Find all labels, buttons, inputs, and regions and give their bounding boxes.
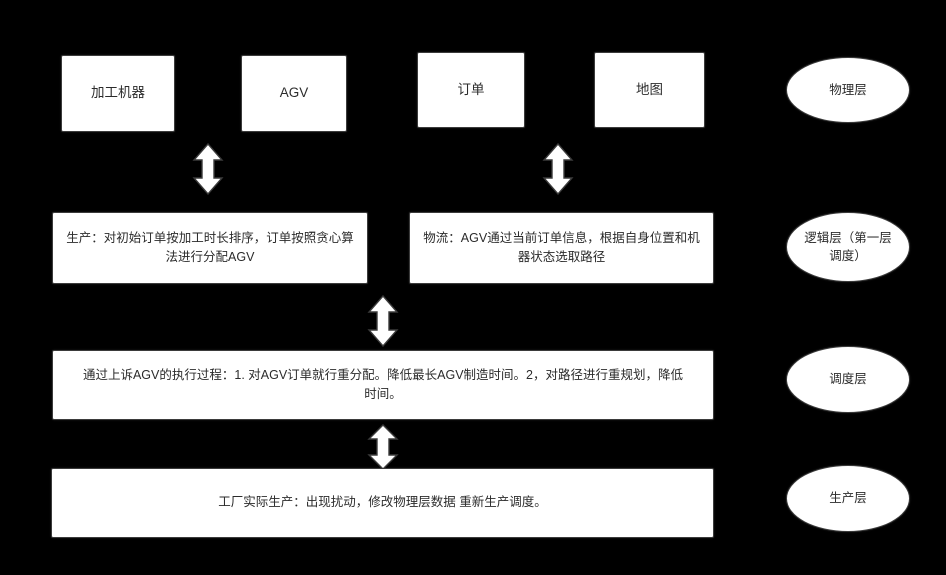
connector-schedule-to-production	[366, 424, 400, 470]
layer-label-schedule[interactable]: 调度层	[786, 346, 910, 413]
node-logistics-strategy-label: 物流：AGV通过当前订单信息，根据自身位置和机器状态选取路径	[423, 230, 700, 264]
connector-logic-to-schedule	[366, 295, 400, 347]
connector-machine-agv-to-production	[191, 143, 225, 195]
node-agv-label: AGV	[279, 85, 309, 101]
layer-label-production-text: 生产层	[829, 491, 867, 506]
double-headed-vertical-arrow-icon	[542, 143, 574, 195]
double-headed-vertical-arrow-icon	[367, 295, 399, 347]
double-headed-vertical-arrow-icon	[192, 143, 224, 195]
node-production-strategy-label: 生产：对初始订单按加工时长排序，订单按照贪心算法进行分配AGV	[66, 230, 354, 264]
node-order[interactable]: 订单	[417, 52, 525, 128]
node-order-label: 订单	[457, 81, 485, 97]
layer-label-logic-text: 逻辑层（第一层调度）	[804, 230, 892, 263]
layer-label-production[interactable]: 生产层	[786, 465, 910, 532]
layer-label-logic[interactable]: 逻辑层（第一层调度）	[786, 212, 910, 282]
node-factory-production[interactable]: 工厂实际生产：出现扰动，修改物理层数据 重新生产调度。	[51, 468, 714, 538]
node-rescheduling-label: 通过上诉AGV的执行过程：1. 对AGV订单就行重分配。降低最长AGV制造时间。…	[82, 367, 684, 401]
layer-label-physical-text: 物理层	[829, 82, 867, 97]
layer-label-schedule-text: 调度层	[829, 372, 867, 387]
double-headed-vertical-arrow-icon	[367, 424, 399, 470]
node-factory-production-label: 工厂实际生产：出现扰动，修改物理层数据 重新生产调度。	[218, 495, 547, 510]
node-rescheduling[interactable]: 通过上诉AGV的执行过程：1. 对AGV订单就行重分配。降低最长AGV制造时间。…	[52, 350, 714, 420]
node-production-strategy[interactable]: 生产：对初始订单按加工时长排序，订单按照贪心算法进行分配AGV	[52, 212, 368, 284]
node-machine[interactable]: 加工机器	[61, 55, 175, 132]
node-map-label: 地图	[636, 81, 663, 97]
node-logistics-strategy[interactable]: 物流：AGV通过当前订单信息，根据自身位置和机器状态选取路径	[409, 212, 714, 284]
connector-order-map-to-logistics	[541, 143, 575, 195]
layer-label-physical[interactable]: 物理层	[786, 57, 910, 123]
node-machine-label: 加工机器	[91, 85, 145, 101]
node-agv[interactable]: AGV	[241, 55, 347, 132]
node-map[interactable]: 地图	[594, 52, 705, 128]
